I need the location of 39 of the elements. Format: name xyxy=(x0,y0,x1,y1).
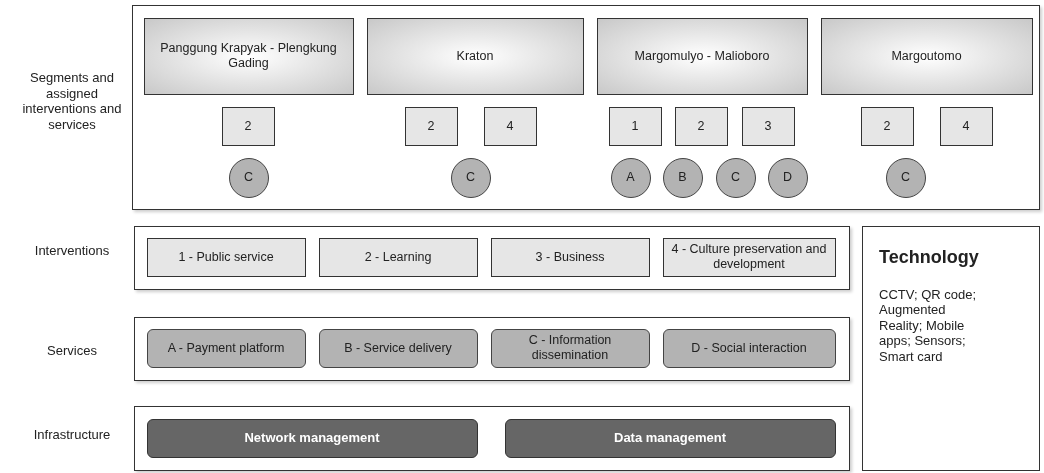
technology-heading: Technology xyxy=(879,247,979,269)
service-circle: C xyxy=(715,157,756,198)
layer-panel xyxy=(132,5,1040,210)
service-box: A - Payment platform xyxy=(146,328,306,368)
segment-box: Margoutomo xyxy=(820,17,1033,95)
layer-panel xyxy=(134,226,850,290)
service-circle: A xyxy=(610,157,651,198)
layer-label: Services xyxy=(46,343,98,359)
service-box: D - Social interaction xyxy=(662,328,836,368)
layer-label: Infrastructure xyxy=(32,427,112,443)
segment-box: Margomulyo - Malioboro xyxy=(596,17,808,95)
segment-box: Kraton xyxy=(366,17,584,95)
intervention-number-box: 2 xyxy=(860,106,914,146)
intervention-number-box: 4 xyxy=(939,106,993,146)
infrastructure-box: Data management xyxy=(504,418,836,458)
layer-label: Segments and assigned interventions and services xyxy=(21,70,123,133)
service-box: B - Service delivery xyxy=(318,328,478,368)
intervention-number-box: 1 xyxy=(608,106,662,146)
segment-box: Panggung Krapyak - Plengkung Gading xyxy=(143,17,354,95)
intervention-number-box: 2 xyxy=(221,106,275,146)
service-box: C - Information dissemination xyxy=(490,328,650,368)
intervention-number-box: 4 xyxy=(483,106,537,146)
layer-panel xyxy=(134,317,850,381)
technology-list: CCTV; QR code; Augmented Reality; Mobile apps; Sensors; Smart card xyxy=(879,286,991,365)
intervention-number-box: 2 xyxy=(404,106,458,146)
intervention-number-box: 3 xyxy=(741,106,795,146)
service-circle: C xyxy=(885,157,926,198)
service-circle: C xyxy=(450,157,491,198)
intervention-number-box: 2 xyxy=(674,106,728,146)
infrastructure-box: Network management xyxy=(146,418,478,458)
intervention-box: 3 - Business xyxy=(490,237,650,277)
service-circle: C xyxy=(228,157,269,198)
layer-label: Interventions xyxy=(33,243,111,259)
intervention-box: 4 - Culture preservation and development xyxy=(662,237,836,277)
service-circle: D xyxy=(767,157,808,198)
service-circle: B xyxy=(662,157,703,198)
layer-panel xyxy=(134,406,850,471)
intervention-box: 2 - Learning xyxy=(318,237,478,277)
intervention-box: 1 - Public service xyxy=(146,237,306,277)
